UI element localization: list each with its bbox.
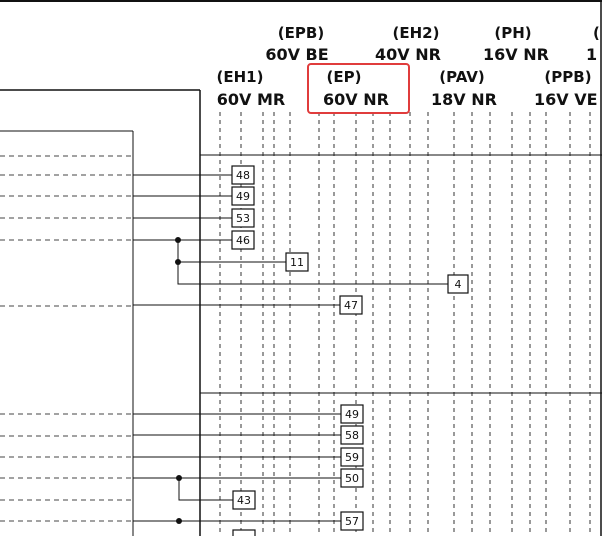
internal-dashed-lines	[0, 155, 132, 522]
column-header-cutoff: ( 1	[586, 24, 600, 64]
junction-dot	[175, 259, 181, 265]
terminal-label: 46	[236, 234, 250, 247]
terminal-label: 48	[236, 169, 250, 182]
terminal-label: 49	[236, 190, 250, 203]
terminal-box-46: 46	[231, 230, 255, 250]
column-code: (PH)	[494, 24, 531, 42]
column-header-eh1: (EH1) 60V MR	[217, 68, 286, 109]
bus-dashed-columns	[219, 112, 591, 536]
column-code: (PPB)	[544, 68, 591, 86]
junction-dot	[175, 237, 181, 243]
terminal-box-49: 49	[231, 186, 255, 206]
terminal-label: 59	[345, 451, 359, 464]
column-code: (	[593, 24, 600, 42]
column-spec: 18V NR	[431, 90, 497, 109]
column-spec: 1	[586, 45, 597, 64]
column-spec: 40V NR	[375, 45, 441, 64]
terminal-box-4: 4	[447, 274, 469, 294]
terminal-label: 57	[345, 515, 359, 528]
column-code: (EPB)	[278, 24, 324, 42]
column-header-ph: (PH) 16V NR	[483, 24, 549, 64]
column-header-epb: (EPB) 60V BE	[265, 24, 328, 64]
column-code: (PAV)	[439, 68, 485, 86]
column-header-pav: (PAV) 18V NR	[431, 68, 497, 109]
terminal-label: 47	[344, 299, 358, 312]
column-header-ep: (EP) 60V NR	[323, 68, 389, 109]
terminal-box-47: 47	[339, 295, 363, 315]
terminal-box-59: 59	[340, 447, 364, 467]
column-code: (EH2)	[393, 24, 440, 42]
terminal-box-48: 48	[231, 165, 255, 185]
terminal-box-50: 50	[340, 468, 364, 488]
terminal-box-43: 43	[232, 490, 256, 510]
ep-highlight-box	[307, 63, 410, 114]
junction-dot	[176, 475, 182, 481]
terminal-box-11: 11	[285, 252, 309, 272]
terminal-box-57: 57	[340, 511, 364, 531]
terminal-label: 53	[236, 212, 250, 225]
column-spec: 16V NR	[483, 45, 549, 64]
terminal-box-53: 53	[231, 208, 255, 228]
terminal-label: 49	[345, 408, 359, 421]
column-spec: 60V BE	[265, 45, 328, 64]
wires-lower	[133, 413, 341, 522]
junction-dot	[176, 518, 182, 524]
terminal-label: 58	[345, 429, 359, 442]
terminal-box-58: 58	[340, 425, 364, 445]
column-code: (EP)	[327, 68, 362, 86]
column-spec: 60V MR	[217, 90, 285, 109]
column-header-ppb: (PPB) 16V VE	[534, 68, 598, 109]
terminal-label: 4	[455, 278, 462, 291]
column-header-eh2: (EH2) 40V NR	[375, 24, 441, 64]
terminal-label: 50	[345, 472, 359, 485]
column-spec: 60V NR	[323, 90, 389, 109]
column-code: (EH1)	[217, 68, 264, 86]
column-spec: 16V VE	[534, 90, 598, 109]
terminal-box-49: 49	[340, 404, 364, 424]
terminal-box-partial	[232, 529, 256, 536]
terminal-label: 11	[290, 256, 304, 269]
terminal-label: 43	[237, 494, 251, 507]
